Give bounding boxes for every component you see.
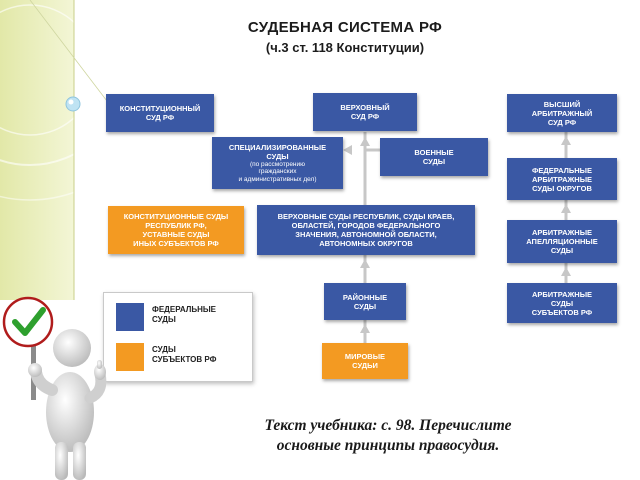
box-line: ЗНАЧЕНИЯ, АВТОНОМНОЙ ОБЛАСТИ,	[295, 230, 437, 239]
caption: Текст учебника: с. 98. Перечислите основ…	[188, 416, 588, 456]
box-higher-arbitration-court: ВЫСШИЙ АРБИТРАЖНЫЙ СУД РФ	[507, 94, 617, 132]
box-line: СУБЪЕКТОВ РФ	[531, 307, 593, 317]
box-line: МИРОВЫЕ	[344, 352, 386, 361]
box-line: СУД РФ	[350, 112, 380, 121]
legend-swatch-federal	[116, 303, 144, 331]
box-line: СУДЫ ОКРУГОВ	[532, 183, 592, 193]
box-note-line: и административных дел)	[238, 175, 317, 183]
caption-line-2: основные принципы правосудия.	[276, 437, 500, 454]
box-line: КОНСТИТУЦИОННЫЕ СУДЫ	[123, 212, 229, 221]
box-federal-arbitration-district-courts: ФЕДЕРАЛЬНЫЕ АРБИТРАЖНЫЕ СУДЫ ОКРУГОВ	[507, 158, 617, 200]
box-line: ВОЕННЫЕ	[414, 148, 454, 157]
box-line: ВЫСШИЙ	[543, 99, 581, 109]
box-arbitration-courts-subjects: АРБИТРАЖНЫЕ СУДЫ СУБЪЕКТОВ РФ	[507, 283, 617, 323]
box-line: АРБИТРАЖНЫЕ	[531, 228, 593, 237]
box-line: СУДЫ	[266, 151, 289, 161]
box-line: УСТАВНЫЕ СУДЫ	[142, 230, 210, 239]
box-line: АВТОНОМНЫХ ОКРУГОВ	[319, 239, 413, 248]
box-line: СУДЫ	[550, 246, 574, 255]
title-line-2: (ч.3 ст. 118 Конституции)	[265, 40, 425, 55]
box-line: АРБИТРАЖНЫЕ	[531, 289, 593, 299]
legend-line: СУДЫ	[152, 345, 176, 354]
box-note-line: гражданских	[258, 168, 297, 176]
box-constitutional-court-rf: КОНСТИТУЦИОННЫЙ СУД РФ	[106, 94, 214, 132]
box-military-courts: ВОЕННЫЕ СУДЫ	[380, 138, 488, 176]
box-constitutional-courts-subjects: КОНСТИТУЦИОННЫЕ СУДЫ РЕСПУБЛИК РФ, УСТАВ…	[108, 206, 244, 254]
legend-line: СУБЪЕКТОВ РФ	[152, 355, 217, 364]
box-line: СУДЫ	[550, 298, 574, 308]
legend-label-federal: ФЕДЕРАЛЬНЫЕ СУДЫ	[152, 305, 216, 325]
legend-swatch-subject	[116, 343, 144, 371]
box-line: СПЕЦИАЛИЗИРОВАННЫЕ	[228, 142, 327, 152]
box-line: СУДЫ	[353, 301, 377, 311]
box-line: СУДЬИ	[352, 361, 378, 370]
box-supreme-courts-of-republics: ВЕРХОВНЫЕ СУДЫ РЕСПУБЛИК, СУДЫ КРАЕВ, ОБ…	[257, 205, 475, 255]
figure-with-sign	[2, 296, 107, 480]
box-arbitration-appeal-courts: АРБИТРАЖНЫЕ АПЕЛЛЯЦИОННЫЕ СУДЫ	[507, 220, 617, 263]
box-magistrates: МИРОВЫЕ СУДЬИ	[322, 343, 408, 379]
legend-line: ФЕДЕРАЛЬНЫЕ	[152, 305, 217, 314]
box-note-line: (по рассмотрению	[249, 160, 306, 168]
box-district-courts: РАЙОННЫЕ СУДЫ	[324, 283, 406, 320]
checkmark-icon	[2, 296, 54, 348]
box-specialized-courts: СПЕЦИАЛИЗИРОВАННЫЕ СУДЫ (по рассмотрению…	[212, 137, 343, 189]
box-line: АРБИТРАЖНЫЕ	[531, 174, 593, 184]
box-line: ВЕРХОВНЫЙ	[340, 103, 390, 112]
box-line: АРБИТРАЖНЫЙ	[531, 108, 593, 118]
box-line: СУД РФ	[547, 117, 577, 127]
title-line-1: СУДЕБНАЯ СИСТЕМА РФ	[247, 19, 443, 36]
box-line: ОБЛАСТЕЙ, ГОРОДОВ ФЕДЕРАЛЬНОГО	[291, 221, 441, 230]
legend: ФЕДЕРАЛЬНЫЕ СУДЫ СУДЫ СУБЪЕКТОВ РФ	[103, 292, 253, 382]
legend-label-subject: СУДЫ СУБЪЕКТОВ РФ	[152, 345, 216, 365]
caption-line-1: Текст учебника: с. 98. Перечислите	[264, 417, 512, 434]
box-line: СУДЫ	[422, 157, 446, 166]
box-line: РЕСПУБЛИК РФ,	[145, 221, 207, 230]
legend-line: СУДЫ	[152, 315, 176, 324]
box-line: ФЕДЕРАЛЬНЫЕ	[531, 165, 592, 175]
box-line: ВЕРХОВНЫЕ СУДЫ РЕСПУБЛИК, СУДЫ КРАЕВ,	[277, 212, 455, 221]
box-line: ИНЫХ СУБЪЕКТОВ РФ	[133, 239, 219, 248]
box-line: РАЙОННЫЕ	[342, 292, 388, 302]
diagram-title: СУДЕБНАЯ СИСТЕМА РФ (ч.3 ст. 118 Констит…	[210, 18, 480, 58]
box-line: СУД РФ	[145, 113, 175, 122]
box-line: КОНСТИТУЦИОННЫЙ	[119, 104, 201, 113]
box-supreme-court-rf: ВЕРХОВНЫЙ СУД РФ	[313, 93, 417, 131]
box-line: АПЕЛЛЯЦИОННЫЕ	[526, 237, 598, 246]
